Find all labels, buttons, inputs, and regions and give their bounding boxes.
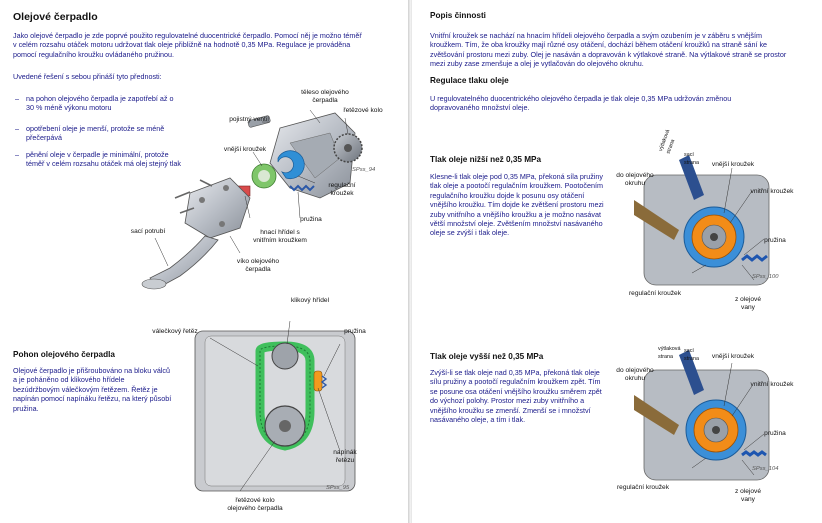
advantages-lead: Uvedené řešení s sebou přináší tyto před… bbox=[13, 72, 162, 81]
section-title-drive: Pohon olejového čerpadla bbox=[13, 350, 115, 359]
label-tensioner: napínák řetězu bbox=[333, 449, 357, 464]
function-paragraph: Vnitřní kroužek se nachází na hnacím hří… bbox=[430, 31, 787, 69]
label-outer-ring-1: vnější kroužek bbox=[711, 161, 755, 168]
chain-drive-illustration bbox=[194, 320, 356, 492]
label-to-oil-circuit: do olejového okruhu bbox=[616, 172, 654, 187]
low-pressure-paragraph: Klesne-li tlak oleje pod 0,35 MPa, překo… bbox=[430, 172, 604, 238]
section-title-function: Popis činnosti bbox=[430, 11, 486, 20]
label-outer-ring-2: vnější kroužek bbox=[711, 353, 755, 360]
drive-paragraph: Olejové čerpadlo je přišroubováno na blo… bbox=[13, 366, 172, 413]
label-drive-shaft: hnací hřídel s vnitřním kroužkem bbox=[253, 229, 307, 244]
label-pump-housing: těleso olejového čerpadla bbox=[301, 89, 349, 104]
book-gutter bbox=[408, 0, 413, 523]
bullet-3: pěnění oleje v čerpadle je minimální, pr… bbox=[26, 150, 181, 169]
bullet-2: opotřebení oleje je menší, protože se mé… bbox=[26, 124, 165, 143]
label-from-oil-pan-1: z olejové vany bbox=[734, 296, 762, 311]
regulation-paragraph: U regulovatelného duocentrického olejové… bbox=[430, 94, 732, 113]
label-spring-2: pružina bbox=[344, 328, 366, 335]
label-from-oil-pan-2: z olejové vany bbox=[734, 488, 762, 503]
right-page: Popis činnosti Vnitřní kroužek se nacház… bbox=[412, 0, 822, 523]
label-sprocket: řetězové kolo bbox=[343, 107, 383, 114]
label-regulating-ring: regulační kroužek bbox=[328, 182, 356, 197]
figure-ref-3: SPss_100 bbox=[752, 274, 779, 280]
label-spring-4: pružina bbox=[764, 430, 786, 437]
section-title-high-pressure: Tlak oleje vyšší než 0,35 MPa bbox=[430, 352, 544, 361]
figure-ref-1: SPss_94 bbox=[352, 167, 376, 173]
figure-ref-4: SPss_104 bbox=[752, 466, 779, 472]
bullet-dash: – bbox=[15, 124, 19, 133]
label-regulating-ring-1: regulační kroužek bbox=[628, 290, 682, 297]
label-suction-side: sací strana bbox=[684, 152, 699, 166]
label-discharge-side-2: výtlaková strana bbox=[658, 346, 681, 360]
label-outer-ring: vnější kroužek bbox=[223, 146, 267, 153]
label-to-oil-circuit-2: do olejového okruhu bbox=[616, 367, 654, 382]
label-pump-sprocket: řetězové kolo olejového čerpadla bbox=[227, 497, 283, 512]
section-title-low-pressure: Tlak oleje nižší než 0,35 MPa bbox=[430, 155, 542, 164]
label-spring: pružina bbox=[300, 216, 322, 223]
label-suction-pipe: sací potrubí bbox=[130, 228, 166, 235]
figure-ref-2: SPss_95 bbox=[326, 485, 350, 491]
label-inner-ring-1: vnitřní kroužek bbox=[750, 188, 794, 195]
high-pressure-paragraph: Zvýší-li se tlak oleje nad 0,35 MPa, pře… bbox=[430, 368, 602, 425]
pump-diagram-high-pressure bbox=[634, 350, 770, 481]
section-title-regulation: Regulace tlaku oleje bbox=[430, 76, 509, 85]
label-discharge-side: výtlaková strana bbox=[658, 128, 676, 155]
label-pump-cover: víko olejového čerpadla bbox=[236, 258, 280, 273]
bullet-1: na pohon olejového čerpadla je zapotřebí… bbox=[26, 94, 174, 113]
label-regulating-ring-2: regulační kroužek bbox=[616, 484, 670, 491]
intro-paragraph: Jako olejové čerpadlo je zde poprvé použ… bbox=[13, 31, 362, 59]
bullet-dash: – bbox=[15, 150, 19, 159]
exploded-pump-illustration bbox=[141, 109, 363, 290]
label-relief-valve: pojistný ventil bbox=[229, 116, 269, 123]
left-page: Olejové čerpadlo Jako olejové čerpadlo j… bbox=[0, 0, 409, 523]
pump-diagram-low-pressure bbox=[634, 155, 770, 286]
label-spring-3: pružina bbox=[764, 237, 786, 244]
label-roller-chain: válečkový řetěz bbox=[152, 328, 198, 335]
label-inner-ring-2: vnitřní kroužek bbox=[750, 381, 794, 388]
bullet-dash: – bbox=[15, 94, 19, 103]
label-suction-side-2: sací strana bbox=[684, 348, 699, 362]
label-crankshaft: klikový hřídel bbox=[290, 297, 330, 304]
page-title: Olejové čerpadlo bbox=[13, 11, 98, 23]
